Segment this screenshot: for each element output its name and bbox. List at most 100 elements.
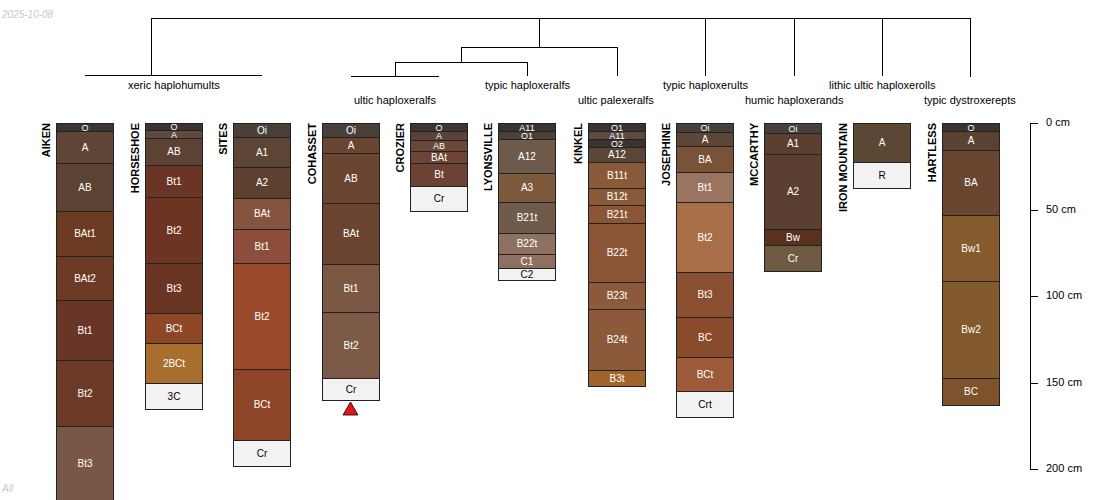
horizon-name: BAt	[431, 153, 447, 163]
depth-label: 0 cm	[1046, 116, 1070, 129]
horizon-name: A12	[608, 150, 626, 160]
profile-name: CROZIER	[394, 123, 406, 173]
horizon-name: B12t	[607, 192, 628, 202]
taxon-label: ultic palexeralfs	[578, 94, 654, 107]
horizon-name: A	[348, 141, 355, 151]
horizon-name: Bt1	[697, 183, 712, 193]
soil-horizon: A2	[233, 167, 291, 199]
horizon-name: 2BCt	[163, 359, 185, 369]
soil-horizon: B11t	[588, 162, 646, 189]
soil-profile: AIKENOAABBAt1BAt2Bt1Bt2Bt3	[56, 123, 114, 500]
horizon-name: B21t	[607, 210, 628, 220]
horizon-name: B3t	[609, 374, 624, 384]
soil-horizon: AB	[56, 163, 114, 212]
horizon-name: R	[878, 171, 885, 181]
horizon-name: A2	[787, 187, 799, 197]
taxon-label: lithic ultic haploxerolls	[829, 79, 935, 92]
horizon-name: A1	[256, 148, 268, 158]
horizon-name: Bt1	[343, 284, 358, 294]
horizon-name: BAt	[343, 229, 359, 239]
soil-horizon: A12	[588, 147, 646, 163]
horizon-name: Cr	[346, 385, 357, 395]
soil-horizon: BC	[942, 378, 1000, 406]
profile-name: AIKEN	[40, 123, 52, 157]
depth-axis	[1030, 123, 1038, 470]
soil-horizon: BCt	[676, 357, 734, 392]
soil-horizon: BCt	[233, 369, 291, 441]
soil-horizon: B24t	[588, 309, 646, 371]
horizon-name: BC	[698, 333, 712, 343]
horizon-name: A3	[521, 183, 533, 193]
horizon-name: BC	[964, 387, 978, 397]
soil-horizon: Bt1	[676, 172, 734, 203]
soil-profile: JOSEPHINEOiABABt1Bt2Bt3BCBCtCrt	[676, 123, 734, 417]
horizon-name: Cr	[434, 194, 445, 204]
soil-horizon: Cr	[322, 378, 380, 401]
horizon-name: BCt	[254, 400, 271, 410]
horizon-name: A12	[518, 152, 536, 162]
soil-horizon: 3C	[145, 383, 203, 410]
horizon-name: B24t	[607, 335, 628, 345]
horizon-name: Crt	[698, 400, 711, 410]
soil-profile: MCCARTHYOiA1A2BwCr	[764, 123, 822, 271]
taxon-label: typic dystroxerepts	[924, 94, 1016, 107]
soil-horizon: A3	[498, 173, 556, 203]
horizon-name: Oi	[346, 126, 356, 136]
horizon-name: Bw2	[961, 325, 980, 335]
soil-horizon: Bw1	[942, 215, 1000, 282]
taxon-label: xeric haplohumults	[128, 79, 220, 92]
watermark: All	[2, 482, 13, 495]
profile-name: LYONSVILLE	[482, 123, 494, 191]
soil-horizon: BAt	[233, 198, 291, 230]
soil-horizon: A	[676, 132, 734, 147]
taxon-label: typic haploxeralfs	[485, 79, 570, 92]
soil-horizon: Bt2	[233, 263, 291, 370]
horizon-name: Bt2	[254, 312, 269, 322]
profile-name: COHASSET	[306, 123, 318, 184]
horizon-name: Bt2	[697, 233, 712, 243]
soil-horizon: Bt	[410, 163, 468, 187]
soil-horizon: BCt	[145, 313, 203, 344]
soil-horizon: B23t	[588, 282, 646, 310]
horizon-name: Bt3	[697, 290, 712, 300]
horizon-name: Bt3	[166, 284, 181, 294]
profile-name: IRON MOUNTAIN	[837, 123, 849, 212]
soil-profile: IRON MOUNTAINAR	[853, 123, 911, 188]
horizon-name: Bw	[786, 233, 800, 243]
soil-horizon: AB	[145, 138, 203, 166]
watermark: 2025-10-08	[2, 8, 53, 21]
soil-horizon: Bt3	[56, 426, 114, 500]
profile-name: KINKEL	[572, 123, 584, 164]
profile-name: MCCARTHY	[748, 123, 760, 186]
soil-horizon: Crt	[676, 391, 734, 418]
taxon-label: humic haploxerands	[745, 94, 843, 107]
horizon-name: A	[879, 138, 886, 148]
soil-horizon: B12t	[588, 188, 646, 206]
soil-profile: KINKELO1A11O2A12B11tB12tB21tB22tB23tB24t…	[588, 123, 646, 386]
horizon-name: A2	[256, 178, 268, 188]
horizon-name: Oi	[789, 124, 798, 134]
soil-horizon: Oi	[233, 123, 291, 138]
horizon-name: 3C	[168, 392, 181, 402]
horizon-name: B23t	[607, 291, 628, 301]
soil-horizon: Bw	[764, 229, 822, 246]
depth-label: 150 cm	[1046, 376, 1082, 389]
horizon-name: Cr	[257, 449, 268, 459]
soil-profile: CROZIEROAABBAtBtCr	[410, 123, 468, 211]
soil-horizon: Bt3	[676, 272, 734, 318]
horizon-name: A	[702, 135, 709, 145]
soil-horizon: C2	[498, 268, 556, 281]
profile-name: JOSEPHINE	[660, 123, 672, 186]
soil-horizon: Cr	[410, 186, 468, 212]
soil-horizon: A	[853, 123, 911, 163]
soil-horizon: Bw2	[942, 281, 1000, 379]
soil-horizon: A1	[764, 133, 822, 155]
soil-horizon: BC	[676, 317, 734, 358]
soil-horizon: Bt2	[322, 312, 380, 379]
depth-label: 100 cm	[1046, 289, 1082, 302]
soil-horizon: B22t	[498, 233, 556, 255]
horizon-name: Cr	[788, 254, 799, 264]
profile-name: HARTLESS	[926, 123, 938, 182]
soil-horizon: B21t	[498, 202, 556, 234]
